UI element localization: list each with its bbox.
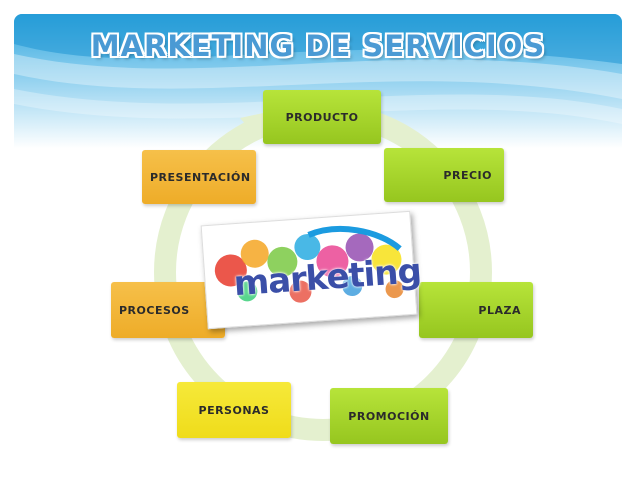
- cycle-item-label: PLAZA: [478, 303, 521, 317]
- slide-title: MARKETING DE SERVICIOS: [90, 29, 546, 63]
- cycle-item-precio: PRECIO: [384, 148, 504, 202]
- cycle-item-label: PERSONAS: [198, 403, 270, 417]
- cycle-item-presentacion: PRESENTACIÓN: [142, 150, 256, 204]
- marketing-image: marketing: [200, 210, 422, 330]
- cycle-item-personas: PERSONAS: [177, 382, 291, 438]
- cycle-item-label: PRESENTACIÓN: [150, 170, 251, 184]
- paint-splash-graphic: [208, 218, 410, 322]
- cycle-item-label: PROCESOS: [119, 303, 190, 317]
- cycle-item-promocion: PROMOCIÓN: [330, 388, 448, 444]
- cycle-item-label: PRODUCTO: [285, 110, 359, 124]
- cycle-item-plaza: PLAZA: [419, 282, 533, 338]
- ring-arrow-head: [240, 112, 268, 134]
- cycle-item-label: PROMOCIÓN: [348, 409, 430, 423]
- cycle-item-label: PRECIO: [443, 168, 492, 182]
- cycle-item-producto: PRODUCTO: [263, 90, 381, 144]
